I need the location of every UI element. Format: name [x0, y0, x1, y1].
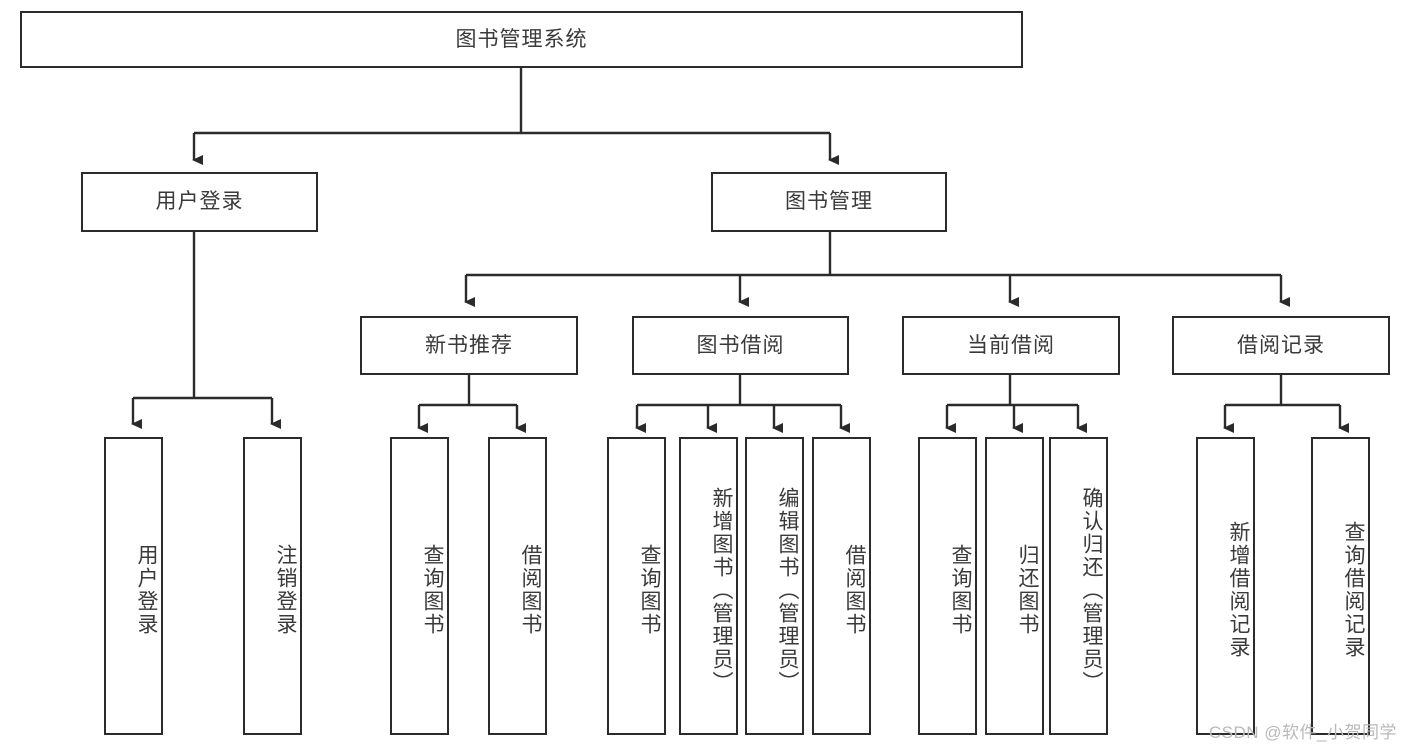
leaf-logout-login[interactable]: 注销登录	[243, 437, 302, 735]
node-root-label: 图书管理系统	[455, 27, 588, 51]
leaf-query-book-1-label: 查询图书	[421, 544, 444, 636]
leaf-query-book-2-label: 查询图书	[638, 544, 661, 636]
leaf-query-book-3[interactable]: 查询图书	[918, 437, 977, 735]
leaf-query-record-label: 查询借阅记录	[1342, 521, 1365, 659]
node-user-login[interactable]: 用户登录	[81, 172, 318, 232]
leaf-return-book-label: 归还图书	[1016, 544, 1039, 636]
leaf-query-book-1[interactable]: 查询图书	[390, 437, 449, 735]
leaf-query-book-2[interactable]: 查询图书	[607, 437, 666, 735]
node-user-login-label: 用户登录	[155, 190, 244, 214]
node-book-manage[interactable]: 图书管理	[711, 172, 947, 232]
leaf-edit-book[interactable]: 编辑图书（管理员）	[745, 437, 804, 735]
node-new-book-recommend-label: 新书推荐	[425, 333, 513, 357]
node-borrow-record-label: 借阅记录	[1237, 333, 1325, 357]
node-root[interactable]: 图书管理系统	[20, 11, 1023, 68]
leaf-confirm-return-label: 确认归还（管理员）	[1080, 486, 1103, 694]
node-borrow-record[interactable]: 借阅记录	[1172, 316, 1390, 375]
leaf-return-book[interactable]: 归还图书	[985, 437, 1044, 735]
leaf-edit-book-label: 编辑图书（管理员）	[776, 486, 799, 694]
node-current-borrow-label: 当前借阅	[967, 333, 1055, 357]
leaf-borrow-book-1-label: 借阅图书	[519, 544, 542, 636]
leaf-add-record-label: 新增借阅记录	[1227, 521, 1250, 659]
node-book-borrow-label: 图书借阅	[696, 333, 785, 357]
leaf-add-book-label: 新增图书（管理员）	[710, 486, 733, 694]
leaf-add-record[interactable]: 新增借阅记录	[1196, 437, 1255, 735]
node-current-borrow[interactable]: 当前借阅	[902, 316, 1120, 375]
leaf-user-login-label: 用户登录	[135, 544, 158, 636]
csdn-watermark: CSDN @软件_小贺同学	[1208, 723, 1397, 742]
leaf-borrow-book-2[interactable]: 借阅图书	[812, 437, 871, 735]
leaf-user-login[interactable]: 用户登录	[104, 437, 163, 735]
node-new-book-recommend[interactable]: 新书推荐	[360, 316, 578, 375]
leaf-confirm-return[interactable]: 确认归还（管理员）	[1049, 437, 1108, 735]
leaf-borrow-book-1[interactable]: 借阅图书	[488, 437, 547, 735]
node-book-borrow[interactable]: 图书借阅	[632, 316, 849, 375]
node-book-manage-label: 图书管理	[785, 190, 873, 214]
leaf-query-record[interactable]: 查询借阅记录	[1311, 437, 1370, 735]
leaf-logout-login-label: 注销登录	[274, 544, 297, 636]
leaf-query-book-3-label: 查询图书	[949, 544, 972, 636]
leaf-borrow-book-2-label: 借阅图书	[843, 544, 866, 636]
leaf-add-book[interactable]: 新增图书（管理员）	[679, 437, 738, 735]
